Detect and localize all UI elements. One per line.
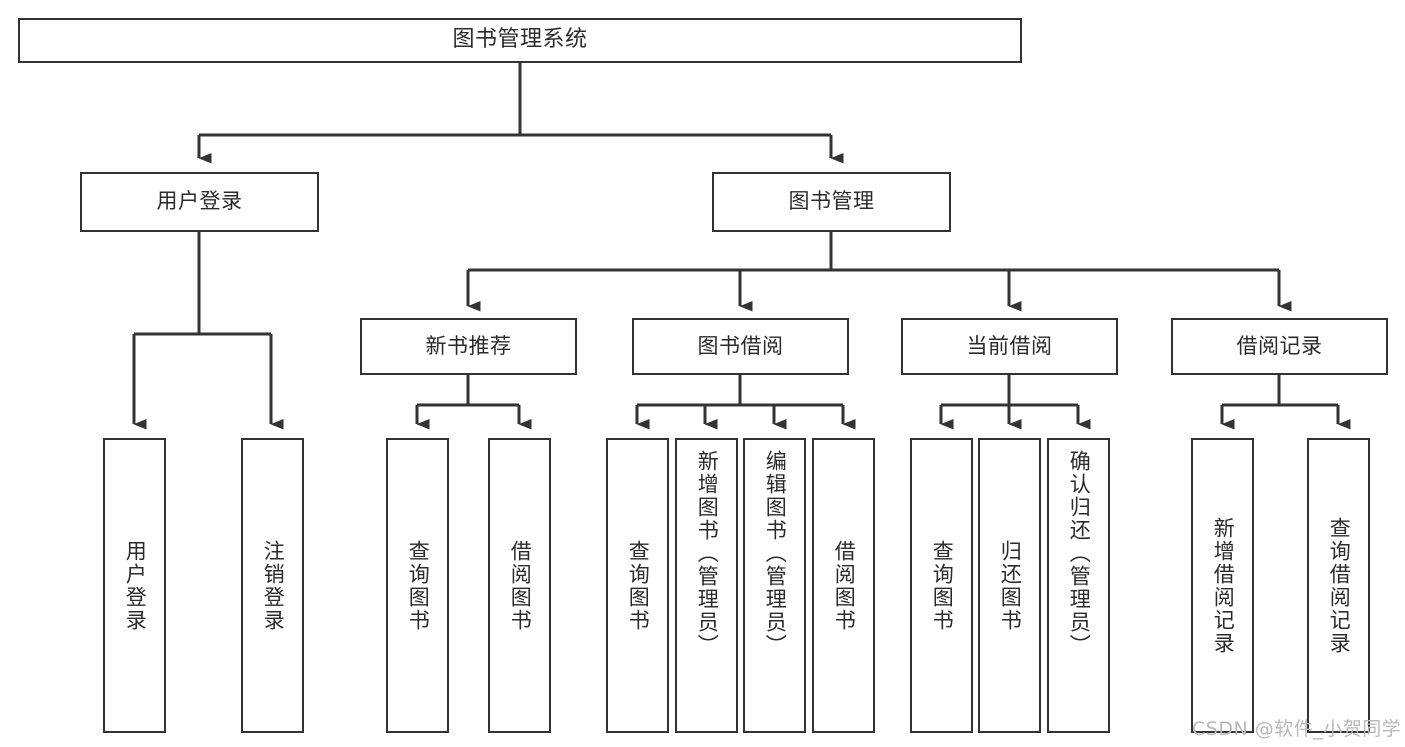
leaf-user-login-login[interactable]: 用户登录 [103, 438, 166, 733]
node-book-borrow-label: 图书借阅 [697, 333, 784, 358]
node-current-borrow[interactable]: 当前借阅 [901, 318, 1118, 375]
leaf-current-confirm-return[interactable]: 确认归还（管理员） [1047, 438, 1110, 733]
leaf-user-login-logout-label: 注销登录 [261, 539, 286, 632]
leaf-borrow-add-book-label: 新增图书（管理员） [695, 450, 720, 657]
node-root-label: 图书管理系统 [452, 27, 588, 53]
leaf-new-book-borrow[interactable]: 借阅图书 [488, 438, 551, 733]
leaf-current-query-book-label: 查询图书 [930, 539, 955, 632]
leaf-current-return-book[interactable]: 归还图书 [978, 438, 1041, 733]
leaf-current-return-book-label: 归还图书 [998, 539, 1023, 632]
leaf-borrow-edit-book-label: 编辑图书（管理员） [763, 450, 788, 657]
leaf-record-add-record-label: 新增借阅记录 [1211, 516, 1236, 655]
leaf-borrow-borrow-book[interactable]: 借阅图书 [812, 438, 875, 733]
node-book-management-label: 图书管理 [788, 189, 875, 214]
leaf-borrow-add-book[interactable]: 新增图书（管理员） [675, 438, 738, 733]
node-book-management[interactable]: 图书管理 [712, 172, 951, 232]
leaf-user-login-logout[interactable]: 注销登录 [241, 438, 304, 733]
node-borrow-record[interactable]: 借阅记录 [1171, 318, 1388, 375]
leaf-new-book-borrow-label: 借阅图书 [508, 539, 533, 632]
node-new-book-recommend-label: 新书推荐 [425, 333, 512, 358]
node-root[interactable]: 图书管理系统 [18, 18, 1022, 63]
leaf-user-login-login-label: 用户登录 [123, 539, 148, 632]
leaf-record-query-record-label: 查询借阅记录 [1327, 516, 1352, 655]
leaf-borrow-edit-book[interactable]: 编辑图书（管理员） [743, 438, 806, 733]
leaf-borrow-query-book[interactable]: 查询图书 [606, 438, 669, 733]
leaf-record-query-record[interactable]: 查询借阅记录 [1307, 438, 1370, 733]
leaf-record-add-record[interactable]: 新增借阅记录 [1191, 438, 1254, 733]
leaf-borrow-borrow-book-label: 借阅图书 [832, 539, 857, 632]
node-borrow-record-label: 借阅记录 [1236, 333, 1323, 358]
node-current-borrow-label: 当前借阅 [966, 333, 1053, 358]
leaf-new-book-query[interactable]: 查询图书 [386, 438, 449, 733]
leaf-borrow-query-book-label: 查询图书 [626, 539, 651, 632]
leaf-current-confirm-return-label: 确认归还（管理员） [1067, 450, 1092, 657]
leaf-current-query-book[interactable]: 查询图书 [910, 438, 973, 733]
node-user-login-label: 用户登录 [156, 189, 243, 214]
node-user-login[interactable]: 用户登录 [80, 172, 319, 232]
leaf-new-book-query-label: 查询图书 [406, 539, 431, 632]
node-book-borrow[interactable]: 图书借阅 [632, 318, 849, 375]
node-new-book-recommend[interactable]: 新书推荐 [360, 318, 577, 375]
csdn-watermark: CSDN @软件_小贺同学 [1192, 718, 1402, 740]
